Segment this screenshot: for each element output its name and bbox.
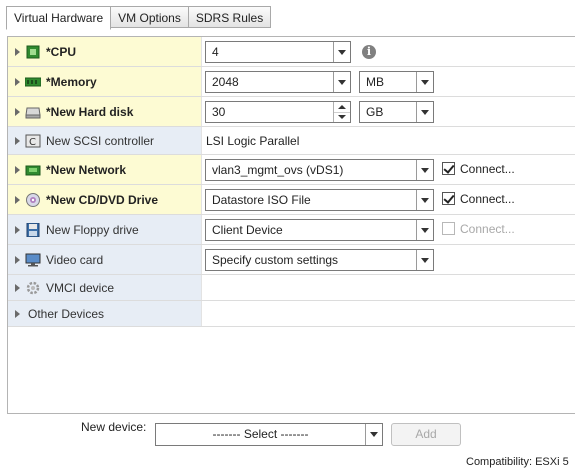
device-label-cell: *Memory: [8, 67, 202, 96]
hard-disk-size-input[interactable]: 30: [205, 101, 351, 123]
video-card-settings-value: Specify custom settings: [212, 253, 339, 267]
cpu-count-value: 4: [212, 45, 219, 59]
device-label-cd-dvd: *New CD/DVD Drive: [46, 192, 159, 207]
memory-size-input[interactable]: 2048: [205, 71, 351, 93]
device-label-network: *New Network: [46, 162, 127, 177]
memory-unit-select[interactable]: MB: [359, 71, 434, 93]
expand-arrow-icon[interactable]: [15, 283, 20, 292]
chevron-down-icon[interactable]: [416, 250, 433, 270]
device-label-cell: Other Devices: [8, 301, 202, 326]
network-connect-label: Connect...: [460, 162, 515, 176]
device-label-other: Other Devices: [28, 306, 105, 321]
hard-disk-unit-select[interactable]: GB: [359, 101, 434, 123]
device-row-floppy: New Floppy drive Client Device Connect..…: [8, 215, 575, 245]
chevron-down-icon[interactable]: [333, 42, 350, 62]
device-label-cell: C New SCSI controller: [8, 127, 202, 154]
device-label-video-card: Video card: [46, 252, 104, 267]
chevron-down-icon[interactable]: [365, 424, 382, 445]
stepper-up-icon[interactable]: [334, 102, 350, 113]
device-label-vmci: VMCI device: [46, 280, 115, 295]
device-label-cell: *CPU: [8, 37, 202, 66]
cd-dvd-connect-checkbox[interactable]: [442, 192, 455, 205]
network-connect-checkbox[interactable]: [442, 162, 455, 175]
device-row-vmci: VMCI device: [8, 275, 575, 301]
cpu-icon: [26, 45, 40, 58]
scsi-controller-icon: C: [25, 134, 41, 148]
tab-sdrs-rules[interactable]: SDRS Rules: [187, 6, 272, 28]
floppy-icon: [26, 222, 40, 237]
chevron-down-icon[interactable]: [333, 72, 350, 92]
hard-disk-unit-value: GB: [366, 105, 384, 119]
tab-bar: Virtual Hardware VM Options SDRS Rules: [6, 6, 272, 30]
cd-dvd-connect-label: Connect...: [460, 192, 515, 206]
chevron-down-icon[interactable]: [416, 220, 433, 240]
svg-text:C: C: [29, 137, 36, 148]
expand-arrow-icon[interactable]: [15, 195, 20, 204]
device-row-cpu: *CPU 4 i: [8, 37, 575, 67]
floppy-connect-checkbox[interactable]: [442, 222, 455, 235]
device-row-cd-dvd: *New CD/DVD Drive Datastore ISO File Con…: [8, 185, 575, 215]
new-device-select-value: ------- Select -------: [212, 427, 309, 441]
new-device-select[interactable]: ------- Select -------: [155, 423, 383, 446]
expand-arrow-icon[interactable]: [15, 165, 20, 174]
hard-disk-size-value: 30: [212, 105, 226, 119]
virtual-hardware-panel: *CPU 4 i *Memory 2048 MB: [7, 36, 575, 414]
hard-disk-icon: [25, 107, 41, 118]
memory-icon: [25, 77, 41, 86]
expand-arrow-icon[interactable]: [15, 136, 20, 145]
device-row-memory: *Memory 2048 MB: [8, 67, 575, 97]
cpu-count-select[interactable]: 4: [205, 41, 351, 63]
vmci-icon: [26, 281, 40, 294]
device-label-cell: *New Hard disk: [8, 97, 202, 126]
device-label-memory: *Memory: [46, 74, 97, 89]
tab-vm-options[interactable]: VM Options: [110, 6, 189, 28]
info-icon[interactable]: i: [362, 45, 376, 59]
device-row-scsi: C New SCSI controller LSI Logic Parallel: [8, 127, 575, 155]
expand-arrow-icon[interactable]: [15, 107, 20, 116]
expand-arrow-icon[interactable]: [15, 255, 20, 264]
cd-dvd-media-value: Datastore ISO File: [212, 193, 311, 207]
device-label-cell: Video card: [8, 245, 202, 274]
floppy-media-select[interactable]: Client Device: [205, 219, 434, 241]
stepper[interactable]: [333, 102, 350, 122]
expand-arrow-icon[interactable]: [15, 47, 20, 56]
device-row-other: Other Devices: [8, 301, 575, 327]
device-label-floppy: New Floppy drive: [46, 222, 139, 237]
chevron-down-icon[interactable]: [416, 102, 433, 122]
stepper-down-icon[interactable]: [334, 112, 350, 122]
tab-virtual-hardware[interactable]: Virtual Hardware: [6, 6, 112, 30]
cd-dvd-media-select[interactable]: Datastore ISO File: [205, 189, 434, 211]
memory-unit-value: MB: [366, 75, 384, 89]
device-row-video-card: Video card Specify custom settings: [8, 245, 575, 275]
device-label-cpu: *CPU: [46, 44, 77, 59]
network-icon: [25, 165, 41, 175]
scsi-controller-type: LSI Logic Parallel: [206, 134, 300, 148]
network-value: vlan3_mgmt_ovs (vDS1): [212, 163, 344, 177]
compatibility-label: Compatibility: ESXi 5: [466, 456, 569, 468]
expand-arrow-icon[interactable]: [15, 225, 20, 234]
new-device-label: New device:: [81, 420, 147, 434]
expand-arrow-icon[interactable]: [15, 77, 20, 86]
device-label-cell: VMCI device: [8, 275, 202, 300]
device-row-hard-disk: *New Hard disk 30 GB: [8, 97, 575, 127]
chevron-down-icon[interactable]: [416, 190, 433, 210]
device-row-network: *New Network vlan3_mgmt_ovs (vDS1) Conne…: [8, 155, 575, 185]
video-card-icon: [25, 253, 41, 266]
device-label-cell: *New Network: [8, 155, 202, 184]
floppy-media-value: Client Device: [212, 223, 283, 237]
memory-size-value: 2048: [212, 75, 239, 89]
chevron-down-icon[interactable]: [416, 160, 433, 180]
device-label-scsi: New SCSI controller: [46, 133, 155, 148]
network-select[interactable]: vlan3_mgmt_ovs (vDS1): [205, 159, 434, 181]
expand-arrow-icon[interactable]: [15, 309, 20, 318]
device-label-cell: *New CD/DVD Drive: [8, 185, 202, 214]
cd-dvd-icon: [26, 192, 40, 207]
device-label-cell: New Floppy drive: [8, 215, 202, 244]
add-device-button[interactable]: Add: [391, 423, 461, 446]
video-card-settings-select[interactable]: Specify custom settings: [205, 249, 434, 271]
device-label-hard-disk: *New Hard disk: [46, 104, 134, 119]
floppy-connect-label: Connect...: [460, 222, 515, 236]
chevron-down-icon[interactable]: [416, 72, 433, 92]
